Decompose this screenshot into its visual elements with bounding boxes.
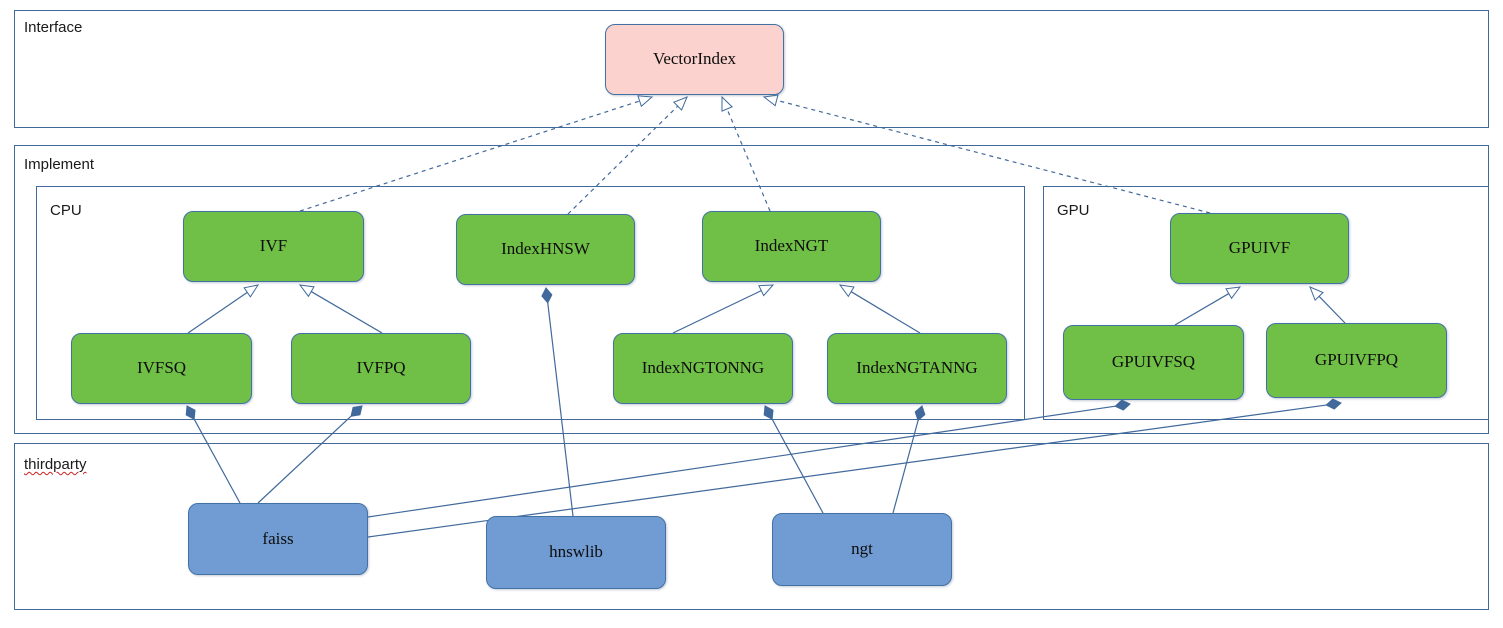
node-faiss[interactable]: faiss xyxy=(188,503,368,575)
node-hnswlib[interactable]: hnswlib xyxy=(486,516,666,589)
node-ngt[interactable]: ngt xyxy=(772,513,952,586)
group-label-thirdparty: thirdparty xyxy=(24,456,87,473)
group-label-gpu: GPU xyxy=(1057,202,1090,219)
group-label-interface: Interface xyxy=(24,19,83,36)
node-indexngt[interactable]: IndexNGT xyxy=(702,211,881,282)
node-ivfpq[interactable]: IVFPQ xyxy=(291,333,471,404)
node-indexhnsw[interactable]: IndexHNSW xyxy=(456,214,635,285)
group-label-cpu: CPU xyxy=(50,202,82,219)
node-ivfsq[interactable]: IVFSQ xyxy=(71,333,252,404)
node-indexngtanng[interactable]: IndexNGTANNG xyxy=(827,333,1007,404)
node-vectorindex[interactable]: VectorIndex xyxy=(605,24,784,95)
node-gpuivfsq[interactable]: GPUIVFSQ xyxy=(1063,325,1244,400)
group-label-implement: Implement xyxy=(24,156,95,173)
node-gpuivf[interactable]: GPUIVF xyxy=(1170,213,1349,284)
node-indexngtonng[interactable]: IndexNGTONNG xyxy=(613,333,793,404)
node-ivf[interactable]: IVF xyxy=(183,211,364,282)
node-gpuivfpq[interactable]: GPUIVFPQ xyxy=(1266,323,1447,398)
